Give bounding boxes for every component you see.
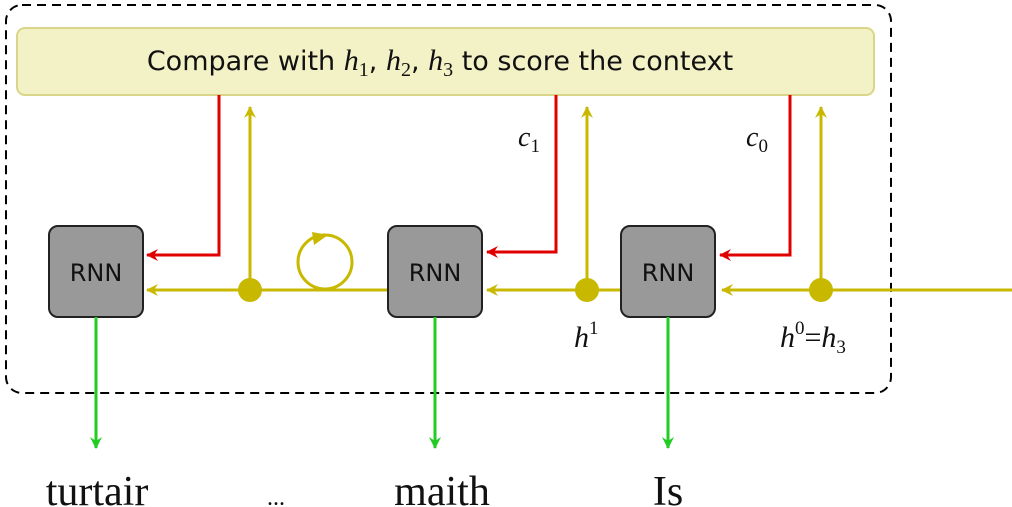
label-c0: c0	[746, 122, 768, 157]
rnn-label-right: RNN	[642, 259, 695, 287]
banner-sub2: 2	[401, 59, 411, 81]
banner-comma2: ,	[411, 46, 428, 77]
label-eq: =	[805, 321, 822, 354]
context-arrow-right	[719, 95, 792, 261]
loop-icon	[296, 233, 354, 291]
label-c1: c1	[518, 122, 540, 157]
attention-banner-text: Compare with h1, h2, h3 to score the con…	[147, 44, 733, 81]
label-h3-var: h	[821, 321, 836, 354]
decoder-frame	[5, 4, 892, 394]
output-word-mid: maith	[394, 469, 490, 507]
output-ellipsis: ...	[267, 485, 285, 507]
label-h0-sup: 0	[795, 318, 805, 339]
label-h0-eq-h3: h0=h3	[780, 318, 846, 358]
label-h3-sub: 3	[836, 337, 846, 358]
output-word-right: Is	[653, 469, 683, 507]
label-c0-sub: 0	[758, 136, 768, 157]
rnn-label-mid: RNN	[409, 259, 462, 287]
banner-comma1: ,	[369, 46, 386, 77]
rnn-label-left: RNN	[70, 259, 123, 287]
banner-suffix: to score the context	[453, 46, 733, 77]
banner-h1: h	[344, 44, 359, 77]
label-c1-var: c	[518, 122, 531, 153]
label-h1: h1	[574, 318, 599, 354]
junction-dot-mid	[575, 278, 599, 302]
context-arrow-left	[146, 95, 221, 261]
banner-sub3: 3	[443, 59, 453, 81]
loop-arrowhead-icon	[312, 232, 328, 245]
junction-dot-right	[809, 278, 833, 302]
banner-prefix: Compare with	[147, 46, 344, 77]
label-h1-sup: 1	[589, 318, 599, 339]
banner-sub1: 1	[359, 59, 369, 81]
label-h0-var: h	[780, 321, 795, 354]
attention-banner	[16, 27, 875, 96]
label-h1-var: h	[574, 321, 589, 354]
label-c0-var: c	[746, 122, 759, 153]
output-word-left: turtair	[46, 469, 149, 507]
context-arrow-mid	[486, 95, 558, 258]
banner-h3: h	[428, 44, 443, 77]
label-c1-sub: 1	[530, 136, 540, 157]
banner-h2: h	[386, 44, 401, 77]
junction-dot-left	[238, 278, 262, 302]
